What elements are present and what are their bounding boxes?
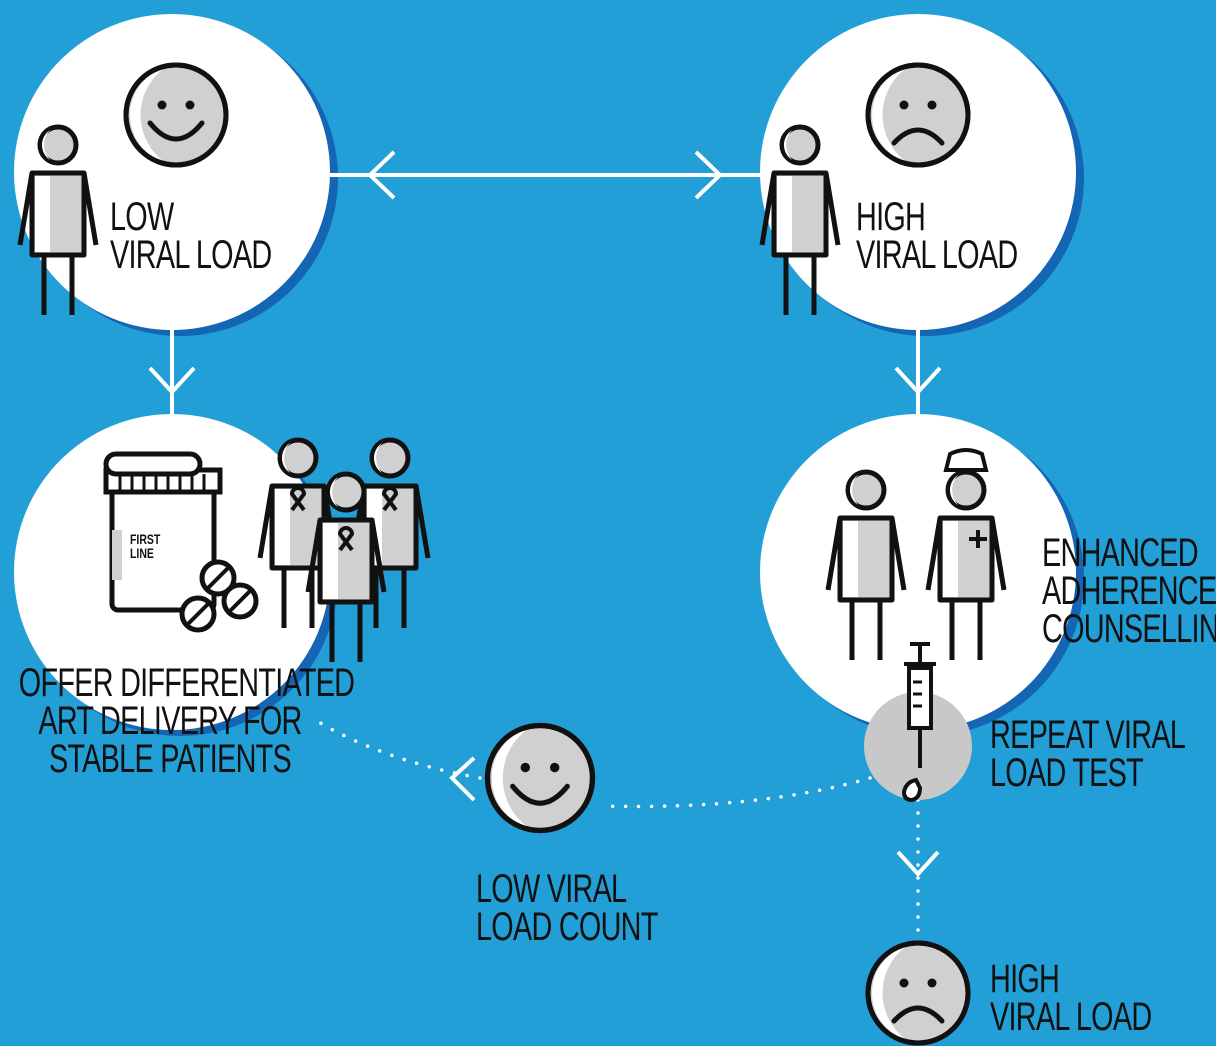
label-repeat-viral-load-test: REPEAT VIRAL LOAD TEST xyxy=(990,713,1186,795)
label-high-viral-load-result: HIGH VIRAL LOAD xyxy=(990,957,1152,1039)
nurse-icon xyxy=(928,448,1004,660)
pill-bottle-label: FIRST LINE xyxy=(130,531,161,561)
dotted-connector-repeat-to-high xyxy=(896,798,940,937)
pill-bottle-icon xyxy=(103,451,223,613)
bidirectional-arrow xyxy=(330,150,762,200)
sad-face-icon-small xyxy=(868,943,968,1043)
syringe-icon xyxy=(901,642,936,803)
arrow-high-to-counselling xyxy=(894,330,942,418)
sad-face-icon xyxy=(868,65,968,165)
label-differentiated-art: OFFER DIFFERENTIATED ART DELIVERY FOR ST… xyxy=(18,661,355,781)
label-low-viral-load-count: LOW VIRAL LOAD COUNT xyxy=(476,867,658,949)
dotted-connector-repeat-to-low xyxy=(310,716,872,809)
pills-icon xyxy=(179,559,259,633)
smiley-face-icon-small xyxy=(487,726,592,831)
smiley-face-icon xyxy=(126,65,226,165)
label-low-viral-load: LOW VIRAL LOAD xyxy=(110,195,272,277)
label-high-viral-load: HIGH VIRAL LOAD xyxy=(856,195,1018,277)
label-enhanced-adherence: ENHANCED ADHERENCE COUNSELLING xyxy=(1042,531,1216,651)
arrow-low-to-art xyxy=(148,330,196,418)
circle-high-viral-load xyxy=(760,14,1084,336)
circle-low-viral-load xyxy=(14,14,338,336)
circle-enhanced-adherence xyxy=(760,414,1084,736)
